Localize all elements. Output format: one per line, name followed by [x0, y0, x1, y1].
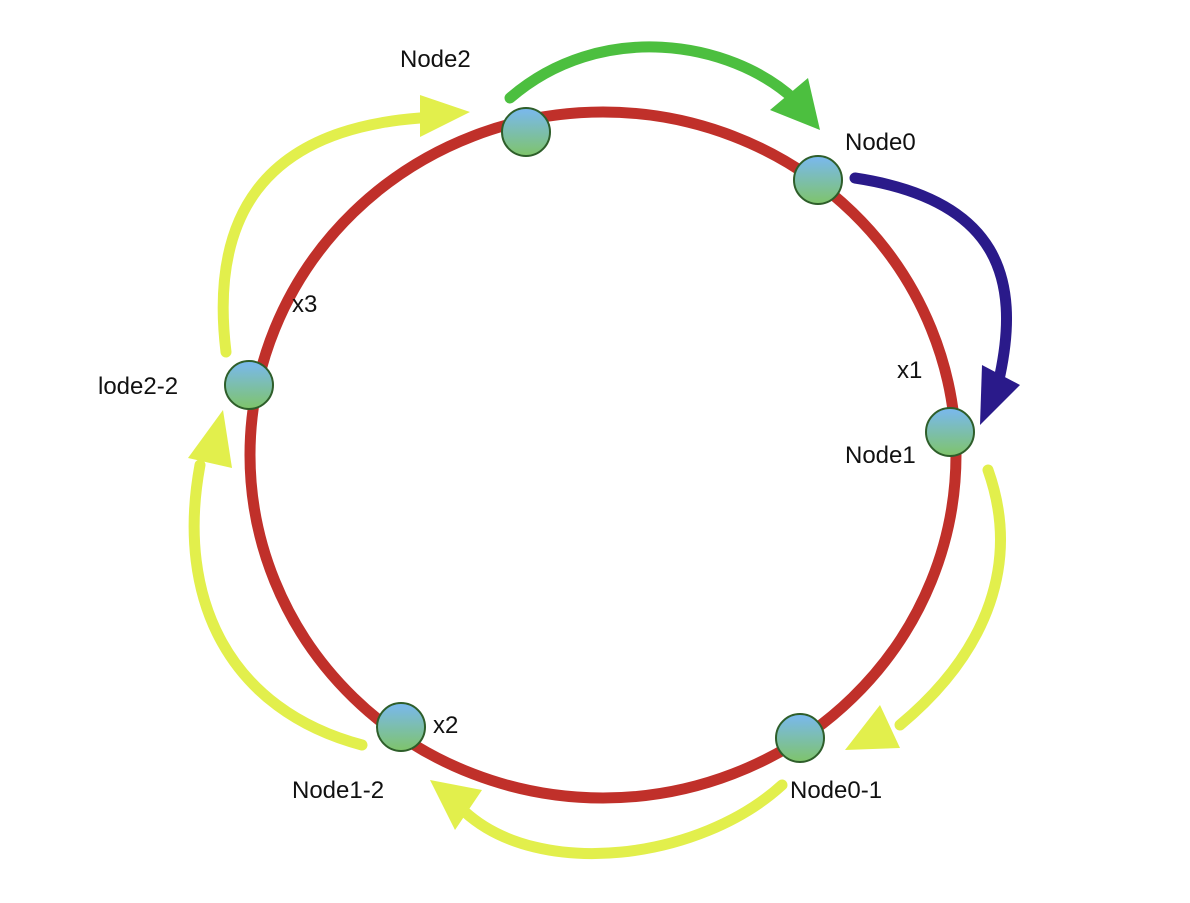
- arrow-node0-1-to-node1-2: [430, 779, 788, 859]
- node-node2-dot: [501, 107, 551, 157]
- node-node1-2-label: Node1-2: [292, 777, 384, 804]
- marker-x2-label: x2: [433, 712, 458, 739]
- node-node0-1-label: Node0-1: [790, 777, 882, 804]
- node-node1-dot: [925, 407, 975, 457]
- arrow-node2-2-to-node2: [217, 95, 470, 358]
- arrow-node0-to-node1: [849, 172, 1020, 425]
- node-node1-label: Node1: [845, 442, 916, 469]
- marker-x3-label: x3: [292, 291, 317, 318]
- node-node1-2-dot: [376, 702, 426, 752]
- arrow-node2-to-node0: [504, 41, 820, 130]
- marker-x1-label: x1: [897, 357, 922, 384]
- node-node2-2-label: lode2-2: [98, 373, 178, 400]
- node-node2-label: Node2: [400, 46, 471, 73]
- node-node0-dot: [793, 155, 843, 205]
- node-node0-1-dot: [775, 713, 825, 763]
- arrow-node1-to-node0-1: [845, 464, 1006, 750]
- node-node0-label: Node0: [845, 129, 916, 156]
- arrow-node1-2-to-node2-2: [188, 410, 368, 751]
- node-node2-2-dot: [224, 360, 274, 410]
